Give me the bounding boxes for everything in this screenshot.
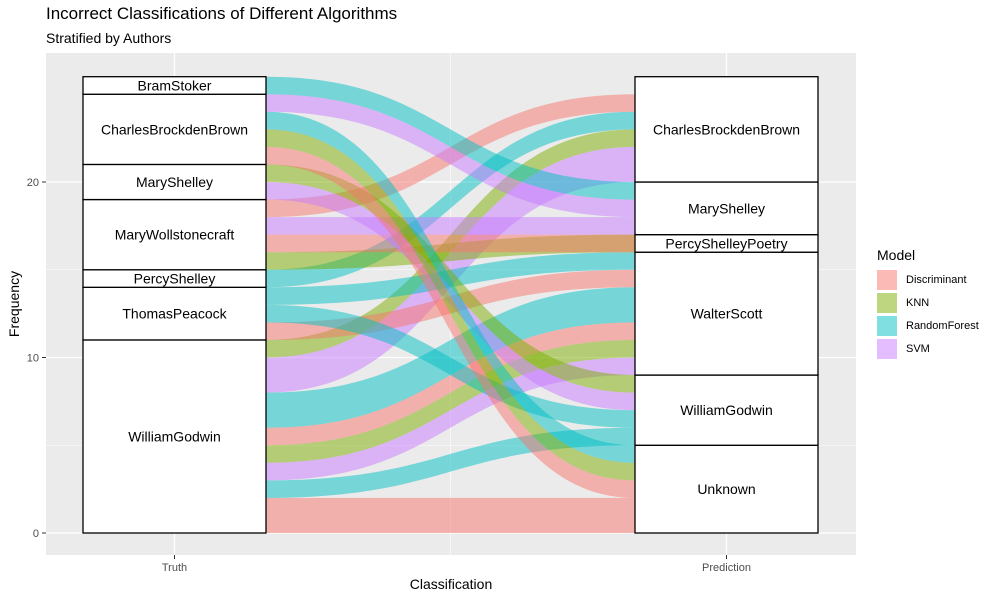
legend-item-svm: SVM xyxy=(877,337,979,360)
prediction-stratum-label: WilliamGodwin xyxy=(680,402,773,418)
legend-label: KNN xyxy=(906,296,930,309)
y-tick-label: 20 xyxy=(27,177,39,189)
legend-label: RandomForest xyxy=(906,319,979,332)
prediction-stratum-label: WalterScott xyxy=(691,306,763,322)
truth-stratum-label: ThomasPeacock xyxy=(122,306,227,322)
flow-discriminant-marywollstonecraft-to-percyshelleypoetry xyxy=(266,234,635,253)
chart-subtitle: Stratified by Authors xyxy=(46,30,172,46)
truth-stratum-label: WilliamGodwin xyxy=(128,428,221,444)
legend-title: Model xyxy=(877,247,916,263)
flow-discriminant-charlesbrockdenbrown-to-unknown xyxy=(266,146,635,498)
legend-key-swatch xyxy=(877,269,897,290)
chart-title: Incorrect Classifications of Different A… xyxy=(46,4,398,23)
truth-stratum-label: PercyShelley xyxy=(134,271,216,287)
prediction-stratum-maryshelley xyxy=(634,181,819,236)
legend-item-randomforest: RandomForest xyxy=(877,314,979,337)
legend-key-swatch xyxy=(877,315,897,336)
prediction-stratum-label: Unknown xyxy=(697,481,755,497)
legend-item-knn: KNN xyxy=(877,291,979,314)
y-tick-label: 0 xyxy=(33,528,39,540)
x-tick-label: Prediction xyxy=(702,562,751,574)
flow-knn-charlesbrockdenbrown-to-unknown xyxy=(266,129,635,481)
prediction-stratum-label: CharlesBrockdenBrown xyxy=(653,121,800,137)
prediction-stratum-charlesbrockdenbrown xyxy=(634,76,819,183)
truth-stratum-bramstoker xyxy=(82,76,267,95)
truth-stratum-thomaspeacock xyxy=(82,286,267,341)
truth-stratum-maryshelley xyxy=(82,163,267,201)
flow-knn-maryshelley-to-williamgodwin xyxy=(266,164,635,393)
y-tick-label: 10 xyxy=(27,353,39,365)
legend-label: SVM xyxy=(906,342,930,355)
flow-randomforest-charlesbrockdenbrown-to-unknown xyxy=(266,111,635,463)
stratum-layer: WilliamGodwin ThomasPeacock PercyShelley Ma… xyxy=(82,76,819,534)
prediction-stratum-label: PercyShelleyPoetry xyxy=(665,235,787,251)
flow-svm-charlesbrockdenbrown-to-maryshelley xyxy=(266,94,635,218)
truth-stratum-label: MaryWollstonecraft xyxy=(115,227,235,243)
legend-item-discriminant: Discriminant xyxy=(877,268,979,291)
truth-stratum-label: MaryShelley xyxy=(136,174,213,190)
truth-stratum-label: CharlesBrockdenBrown xyxy=(101,121,248,137)
x-tick-label: Truth xyxy=(162,562,187,574)
truth-stratum-charlesbrockdenbrown xyxy=(82,93,267,166)
legend-label: Discriminant xyxy=(906,273,967,286)
truth-stratum-williamgodwin xyxy=(82,339,267,534)
truth-stratum-marywollstonecraft xyxy=(82,198,267,271)
flow-layer xyxy=(266,76,635,533)
flow-knn-williamgodwin-to-walterscott xyxy=(266,339,635,463)
prediction-stratum-label: MaryShelley xyxy=(688,200,765,216)
x-axis-title: Classification xyxy=(410,576,492,592)
flow-randomforest-bramstoker-to-maryshelley xyxy=(266,76,635,200)
flow-discriminant-williamgodwin-to-unknown xyxy=(266,497,635,533)
flow-svm-marywollstonecraft-to-maryshelley xyxy=(266,217,635,235)
legend-key-swatch xyxy=(877,292,897,313)
flow-svm-williamgodwin-to-walterscott xyxy=(266,357,635,481)
truth-stratum-label: BramStoker xyxy=(138,77,212,93)
flow-randomforest-percyshelley-to-charlesbrockdenbrown xyxy=(266,111,635,288)
y-axis-title: Frequency xyxy=(6,271,22,337)
legend-key-swatch xyxy=(877,338,897,359)
flow-randomforest-thomaspeacock-to-williamgodwin xyxy=(266,304,635,428)
prediction-stratum-unknown xyxy=(634,444,819,534)
flow-discriminant-williamgodwin-to-walterscott xyxy=(266,322,635,446)
prediction-stratum-walterscott xyxy=(634,251,819,376)
prediction-stratum-williamgodwin xyxy=(634,374,819,446)
